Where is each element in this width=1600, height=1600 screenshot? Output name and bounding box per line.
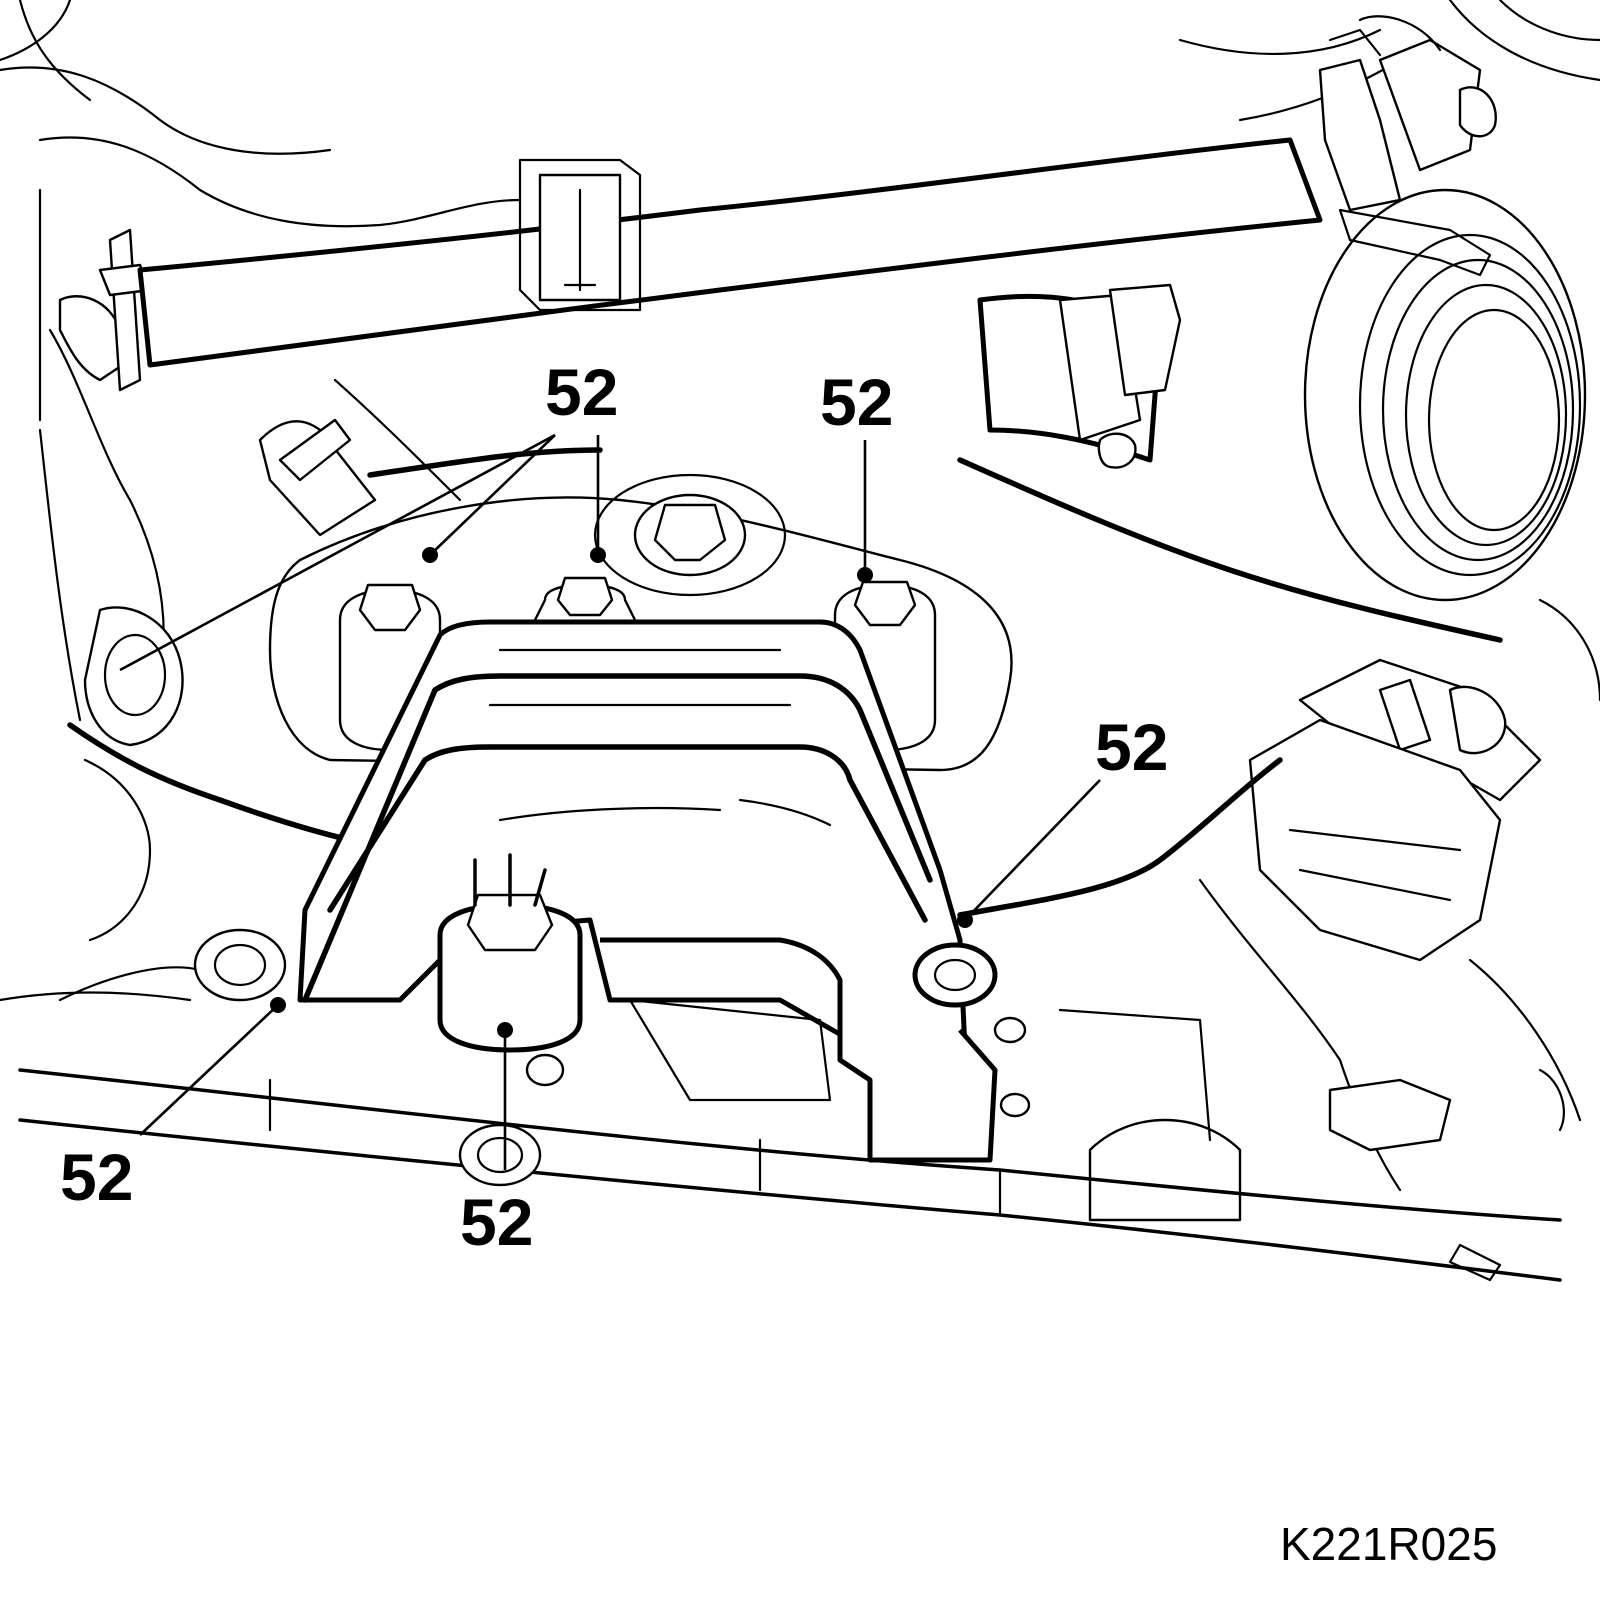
callout-3: 52 (820, 365, 893, 583)
figure-reference: K221R025 (1280, 1518, 1497, 1570)
callout-6: 52 (460, 1022, 533, 1259)
mount-bolt-lower (437, 853, 583, 1053)
mount-bolt-center (528, 576, 642, 632)
callout-4: 52 (957, 710, 1168, 928)
callout-label: 52 (460, 1185, 533, 1259)
coolant-hose (137, 137, 1323, 537)
mount-bolt-right-lower (912, 942, 998, 1008)
callout-5: 52 (60, 997, 286, 1214)
callout-label: 52 (60, 1140, 133, 1214)
callout-label: 52 (1095, 710, 1168, 784)
callout-label: 52 (545, 355, 618, 429)
callout-2 (590, 435, 606, 563)
callout-1: 52 (119, 355, 618, 672)
engine-mount-bracket (268, 473, 1013, 1163)
callout-label: 52 (820, 365, 893, 439)
background-linework (0, 0, 1600, 1222)
transmission-housing (18, 1008, 1562, 1282)
